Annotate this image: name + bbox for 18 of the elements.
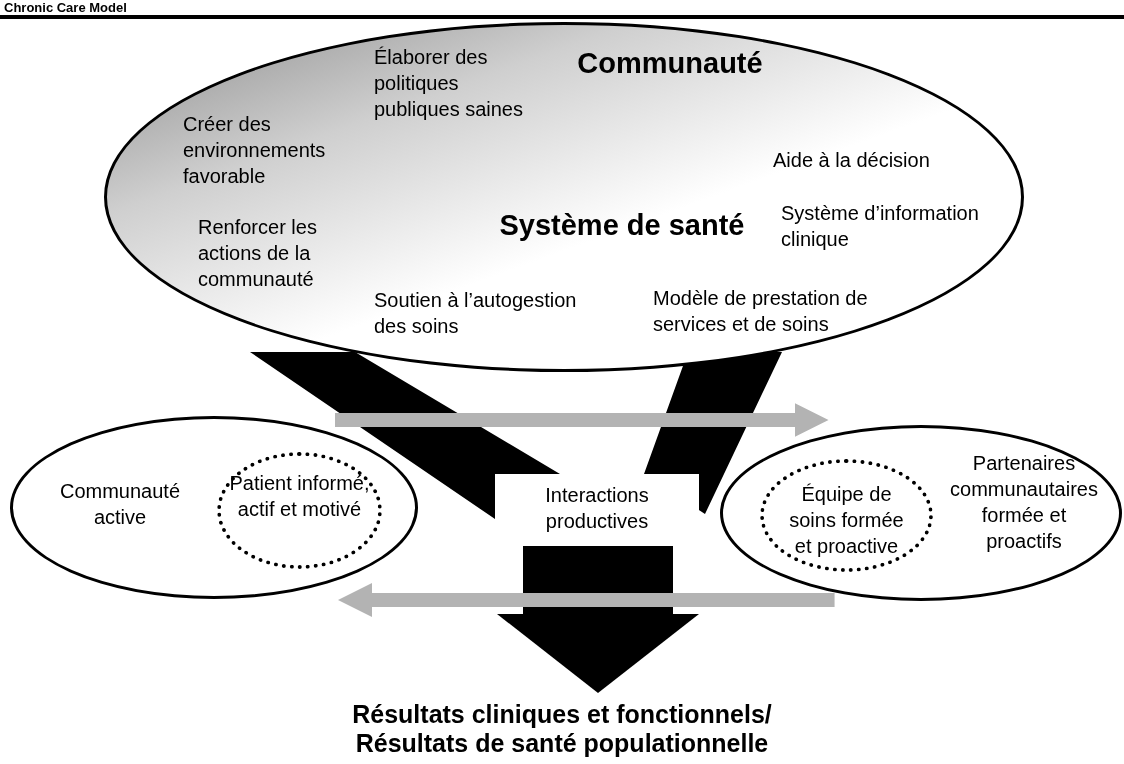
interaction-arrow	[335, 403, 829, 437]
outcome-arrow	[497, 546, 699, 693]
component-label: Créer des environnements favorable	[183, 112, 327, 189]
result-label: Résultats cliniques et fonctionnels/ Résultats de santé populationnelle	[351, 700, 773, 758]
node-label: Patient informé, actif et motivé	[229, 471, 370, 522]
component-label: Soutien à l’autogestion des soins	[374, 288, 578, 339]
component-label: Aide à la décision	[773, 148, 931, 173]
node-label: Partenaires communautaires formée et proactifs	[949, 451, 1099, 554]
node-label: Équipe de soins formée et proactive	[788, 482, 905, 559]
heading: Communauté	[576, 46, 764, 81]
component-label: Élaborer des politiques publiques saines	[374, 45, 524, 122]
diagram-title: Chronic Care Model	[4, 0, 127, 15]
component-label: Renforcer les actions de la communauté	[198, 215, 318, 292]
node-label: Communauté active	[58, 479, 182, 530]
component-label: Modèle de prestation de services et de soins	[653, 286, 869, 337]
component-label: Système d’information clinique	[781, 201, 980, 252]
node-label: Interactions productives	[544, 483, 650, 534]
heading: Système de santé	[498, 208, 746, 243]
